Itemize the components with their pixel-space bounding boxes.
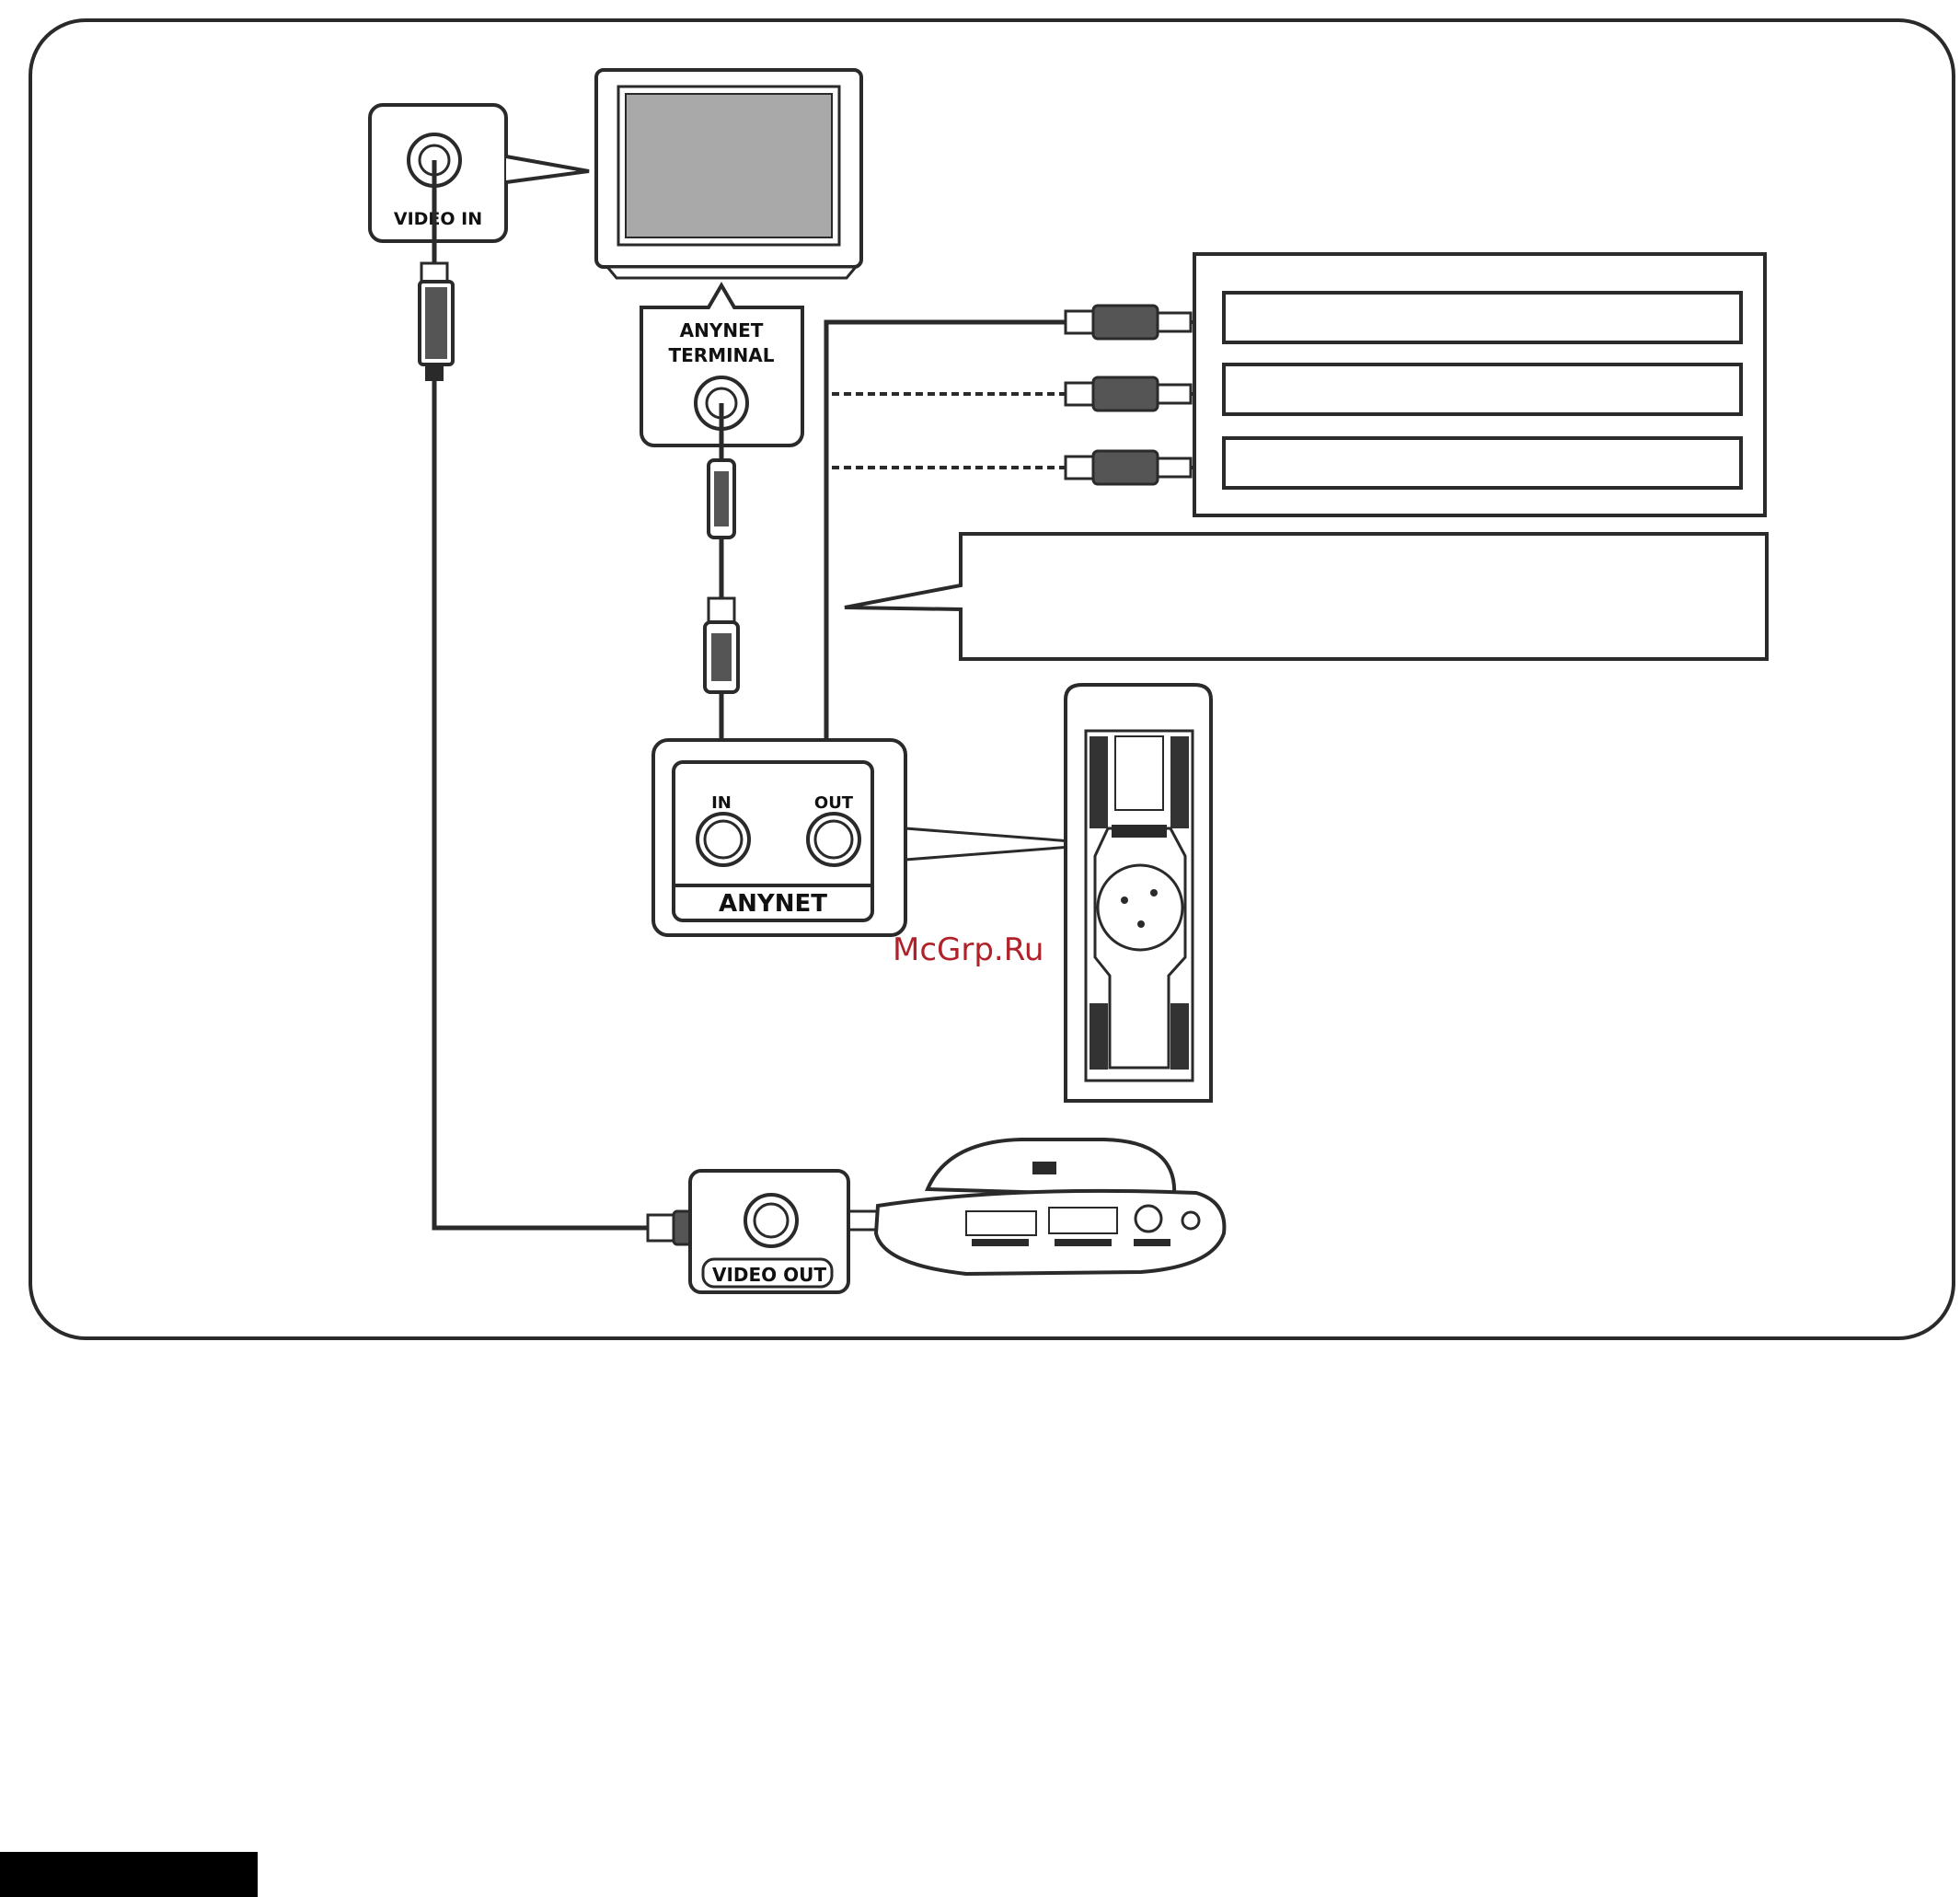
watermark: McGrp.Ru	[893, 931, 1043, 968]
external-devices-box	[1193, 252, 1767, 517]
source-player-icon	[873, 1138, 1227, 1277]
video-out-jack-icon	[744, 1193, 799, 1248]
device-slot-3	[1222, 436, 1743, 490]
tv-icon	[594, 68, 863, 280]
video-out-callout: VIDEO OUT	[688, 1169, 966, 1294]
anynet-terminal-label-line1: ANYNET	[680, 319, 764, 341]
anynet-label: ANYNET	[719, 890, 827, 918]
receiver-unit-icon	[1064, 683, 1213, 1103]
video-in-callout: VIDEO IN	[368, 103, 590, 243]
device-slot-1	[1222, 291, 1743, 344]
out-label: OUT	[814, 793, 854, 813]
anynet-cable	[703, 403, 740, 838]
device-slot-2	[1222, 363, 1743, 416]
diagram-frame	[29, 18, 1955, 1340]
in-label: IN	[711, 793, 732, 813]
page-marker-block	[0, 1852, 258, 1897]
note-callout	[844, 532, 1769, 661]
video-in-label: VIDEO IN	[394, 209, 482, 229]
anynet-terminal-label-line2: TERMINAL	[668, 344, 774, 366]
out-cable	[824, 319, 1069, 838]
plug-connector-3	[1064, 449, 1224, 486]
anynet-panel: IN OUT ANYNET	[651, 738, 1096, 937]
anynet-terminal-callout: ANYNET TERMINAL	[640, 282, 804, 447]
video-out-label: VIDEO OUT	[712, 1264, 826, 1286]
